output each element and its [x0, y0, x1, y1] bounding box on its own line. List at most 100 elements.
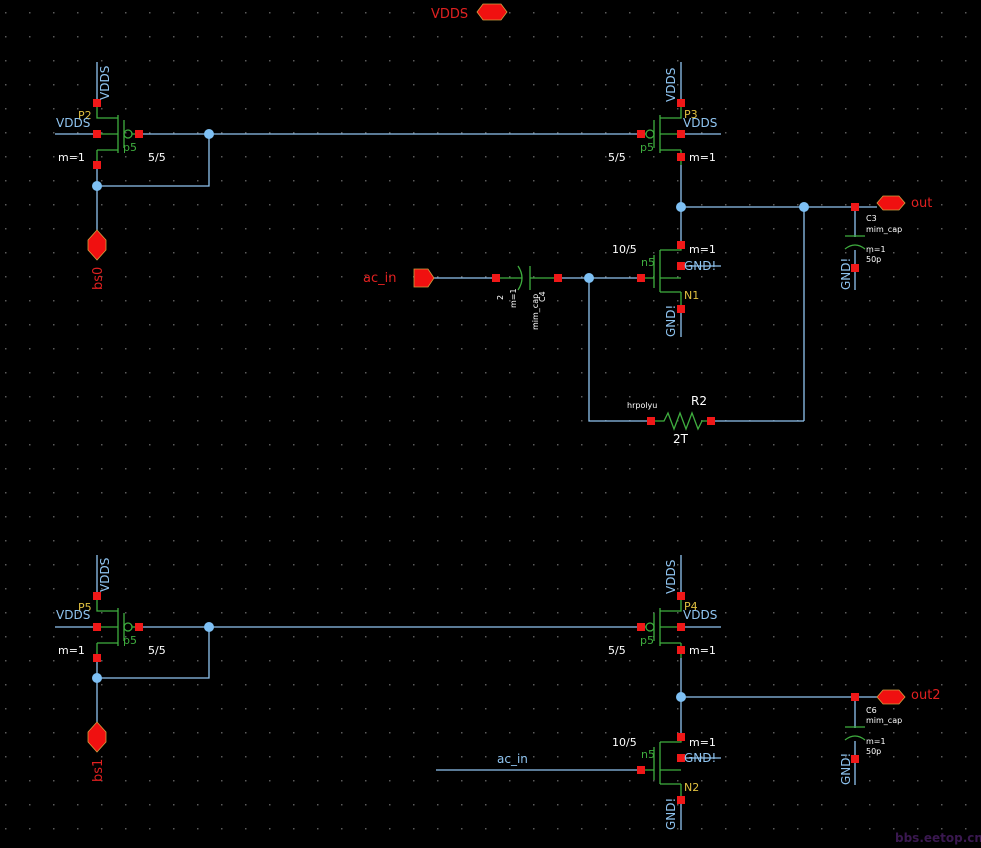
grid-dot [917, 36, 919, 38]
grid-dot [773, 36, 775, 38]
grid-dot [965, 492, 967, 494]
resistor-R2[interactable]: hrpolyu R2 2T [627, 394, 715, 446]
grid-dot [749, 540, 751, 542]
grid-dot [173, 540, 175, 542]
grid-dot [389, 132, 391, 134]
source-net-label: VDDS [98, 66, 112, 100]
capacitor-C3[interactable]: C3 mim_cap m=1 50p GND! [839, 203, 902, 290]
grid-dot [869, 276, 871, 278]
grid-dot [821, 396, 823, 398]
grid-dot [965, 732, 967, 734]
capacitor-C6[interactable]: C6 mim_cap m=1 50p GND! [839, 693, 902, 785]
nmos-N2[interactable]: N2 n5 10/5 m=1 GND! GND! [612, 733, 716, 830]
grid-dot [629, 324, 631, 326]
grid-dot [557, 252, 559, 254]
pmos-P3[interactable]: P3 p5 5/5 m=1 VDDS VDDS [608, 68, 717, 165]
pmos-P2[interactable]: P2 p5 5/5 m=1 VDDS VDDS [56, 66, 166, 169]
grid-dot [53, 660, 55, 662]
grid-dot [605, 612, 607, 614]
grid-dot [653, 492, 655, 494]
grid-dot [893, 36, 895, 38]
grid-dot [581, 612, 583, 614]
grid-dot [29, 36, 31, 38]
grid-dot [5, 276, 7, 278]
device-mult: m=1 [689, 151, 716, 164]
grid-dot [917, 732, 919, 734]
grid-dot [605, 300, 607, 302]
pin-bs1[interactable]: bs1 [87, 721, 107, 782]
grid-dot [509, 60, 511, 62]
grid-dot [77, 540, 79, 542]
grid-dot [485, 732, 487, 734]
grid-dot [461, 372, 463, 374]
pin-ac_in[interactable]: ac_in [363, 268, 435, 288]
grid-dot [581, 708, 583, 710]
pin-bs0[interactable]: bs0 [87, 229, 107, 290]
grid-dot [509, 156, 511, 158]
pmos-P5[interactable]: P5 p5 5/5 m=1 VDDS VDDS [56, 558, 166, 662]
grid-dot [461, 36, 463, 38]
grid-dot [437, 564, 439, 566]
grid-dot [557, 516, 559, 518]
grid-dot [725, 732, 727, 734]
grid-dot [173, 660, 175, 662]
pin-vdds-top[interactable]: VDDS [431, 3, 508, 22]
grid-dot [773, 108, 775, 110]
capacitor-C4[interactable]: 2 m=1 mim_cap C4 [492, 265, 562, 330]
device-mult: m=1 [689, 736, 716, 749]
grid-dot [245, 60, 247, 62]
grid-dot [533, 636, 535, 638]
grid-dot [149, 780, 151, 782]
grid-dot [197, 348, 199, 350]
grid-dot [389, 156, 391, 158]
grid-dot [605, 36, 607, 38]
grid-dot [29, 396, 31, 398]
grid-dot [509, 828, 511, 830]
grid-dot [485, 300, 487, 302]
grid-dot [5, 804, 7, 806]
grid-dot [725, 828, 727, 830]
grid-dot [173, 780, 175, 782]
grid-dot [725, 252, 727, 254]
grid-dot [341, 84, 343, 86]
grid-dot [941, 732, 943, 734]
grid-dot [677, 300, 679, 302]
grid-dot [509, 348, 511, 350]
pin-out2[interactable]: out2 [876, 688, 941, 705]
grid-dot [125, 828, 127, 830]
device-value: 2T [673, 432, 689, 446]
grid-dot [533, 516, 535, 518]
grid-dot [341, 516, 343, 518]
grid-dot [941, 396, 943, 398]
grid-dot [917, 372, 919, 374]
grid-dot [317, 252, 319, 254]
grid-dot [509, 708, 511, 710]
grid-dot [77, 180, 79, 182]
pmos-P4[interactable]: P4 p5 5/5 m=1 VDDS VDDS [608, 560, 717, 658]
grid-dot [389, 228, 391, 230]
grid-dot [869, 804, 871, 806]
grid-dot [725, 780, 727, 782]
grid-dot [653, 396, 655, 398]
grid-dot [101, 468, 103, 470]
inout-pin-icon [476, 3, 508, 21]
grid-dot [605, 180, 607, 182]
nmos-N1[interactable]: N1 n5 10/5 m=1 GND! GND! [612, 241, 716, 337]
device-mult: m=1 [689, 243, 716, 256]
grid-dot [125, 228, 127, 230]
grid-dot [941, 36, 943, 38]
pin-out[interactable]: out [876, 195, 932, 211]
grid-dot [725, 444, 727, 446]
grid-dot [365, 588, 367, 590]
grid-dot [581, 348, 583, 350]
grid-dot [869, 36, 871, 38]
grid-dot [749, 132, 751, 134]
grid-dot [869, 468, 871, 470]
grid-dot [629, 372, 631, 374]
grid-dot [485, 420, 487, 422]
grid-dot [773, 324, 775, 326]
grid-dot [485, 708, 487, 710]
grid-dot [389, 372, 391, 374]
grid-dot [941, 108, 943, 110]
